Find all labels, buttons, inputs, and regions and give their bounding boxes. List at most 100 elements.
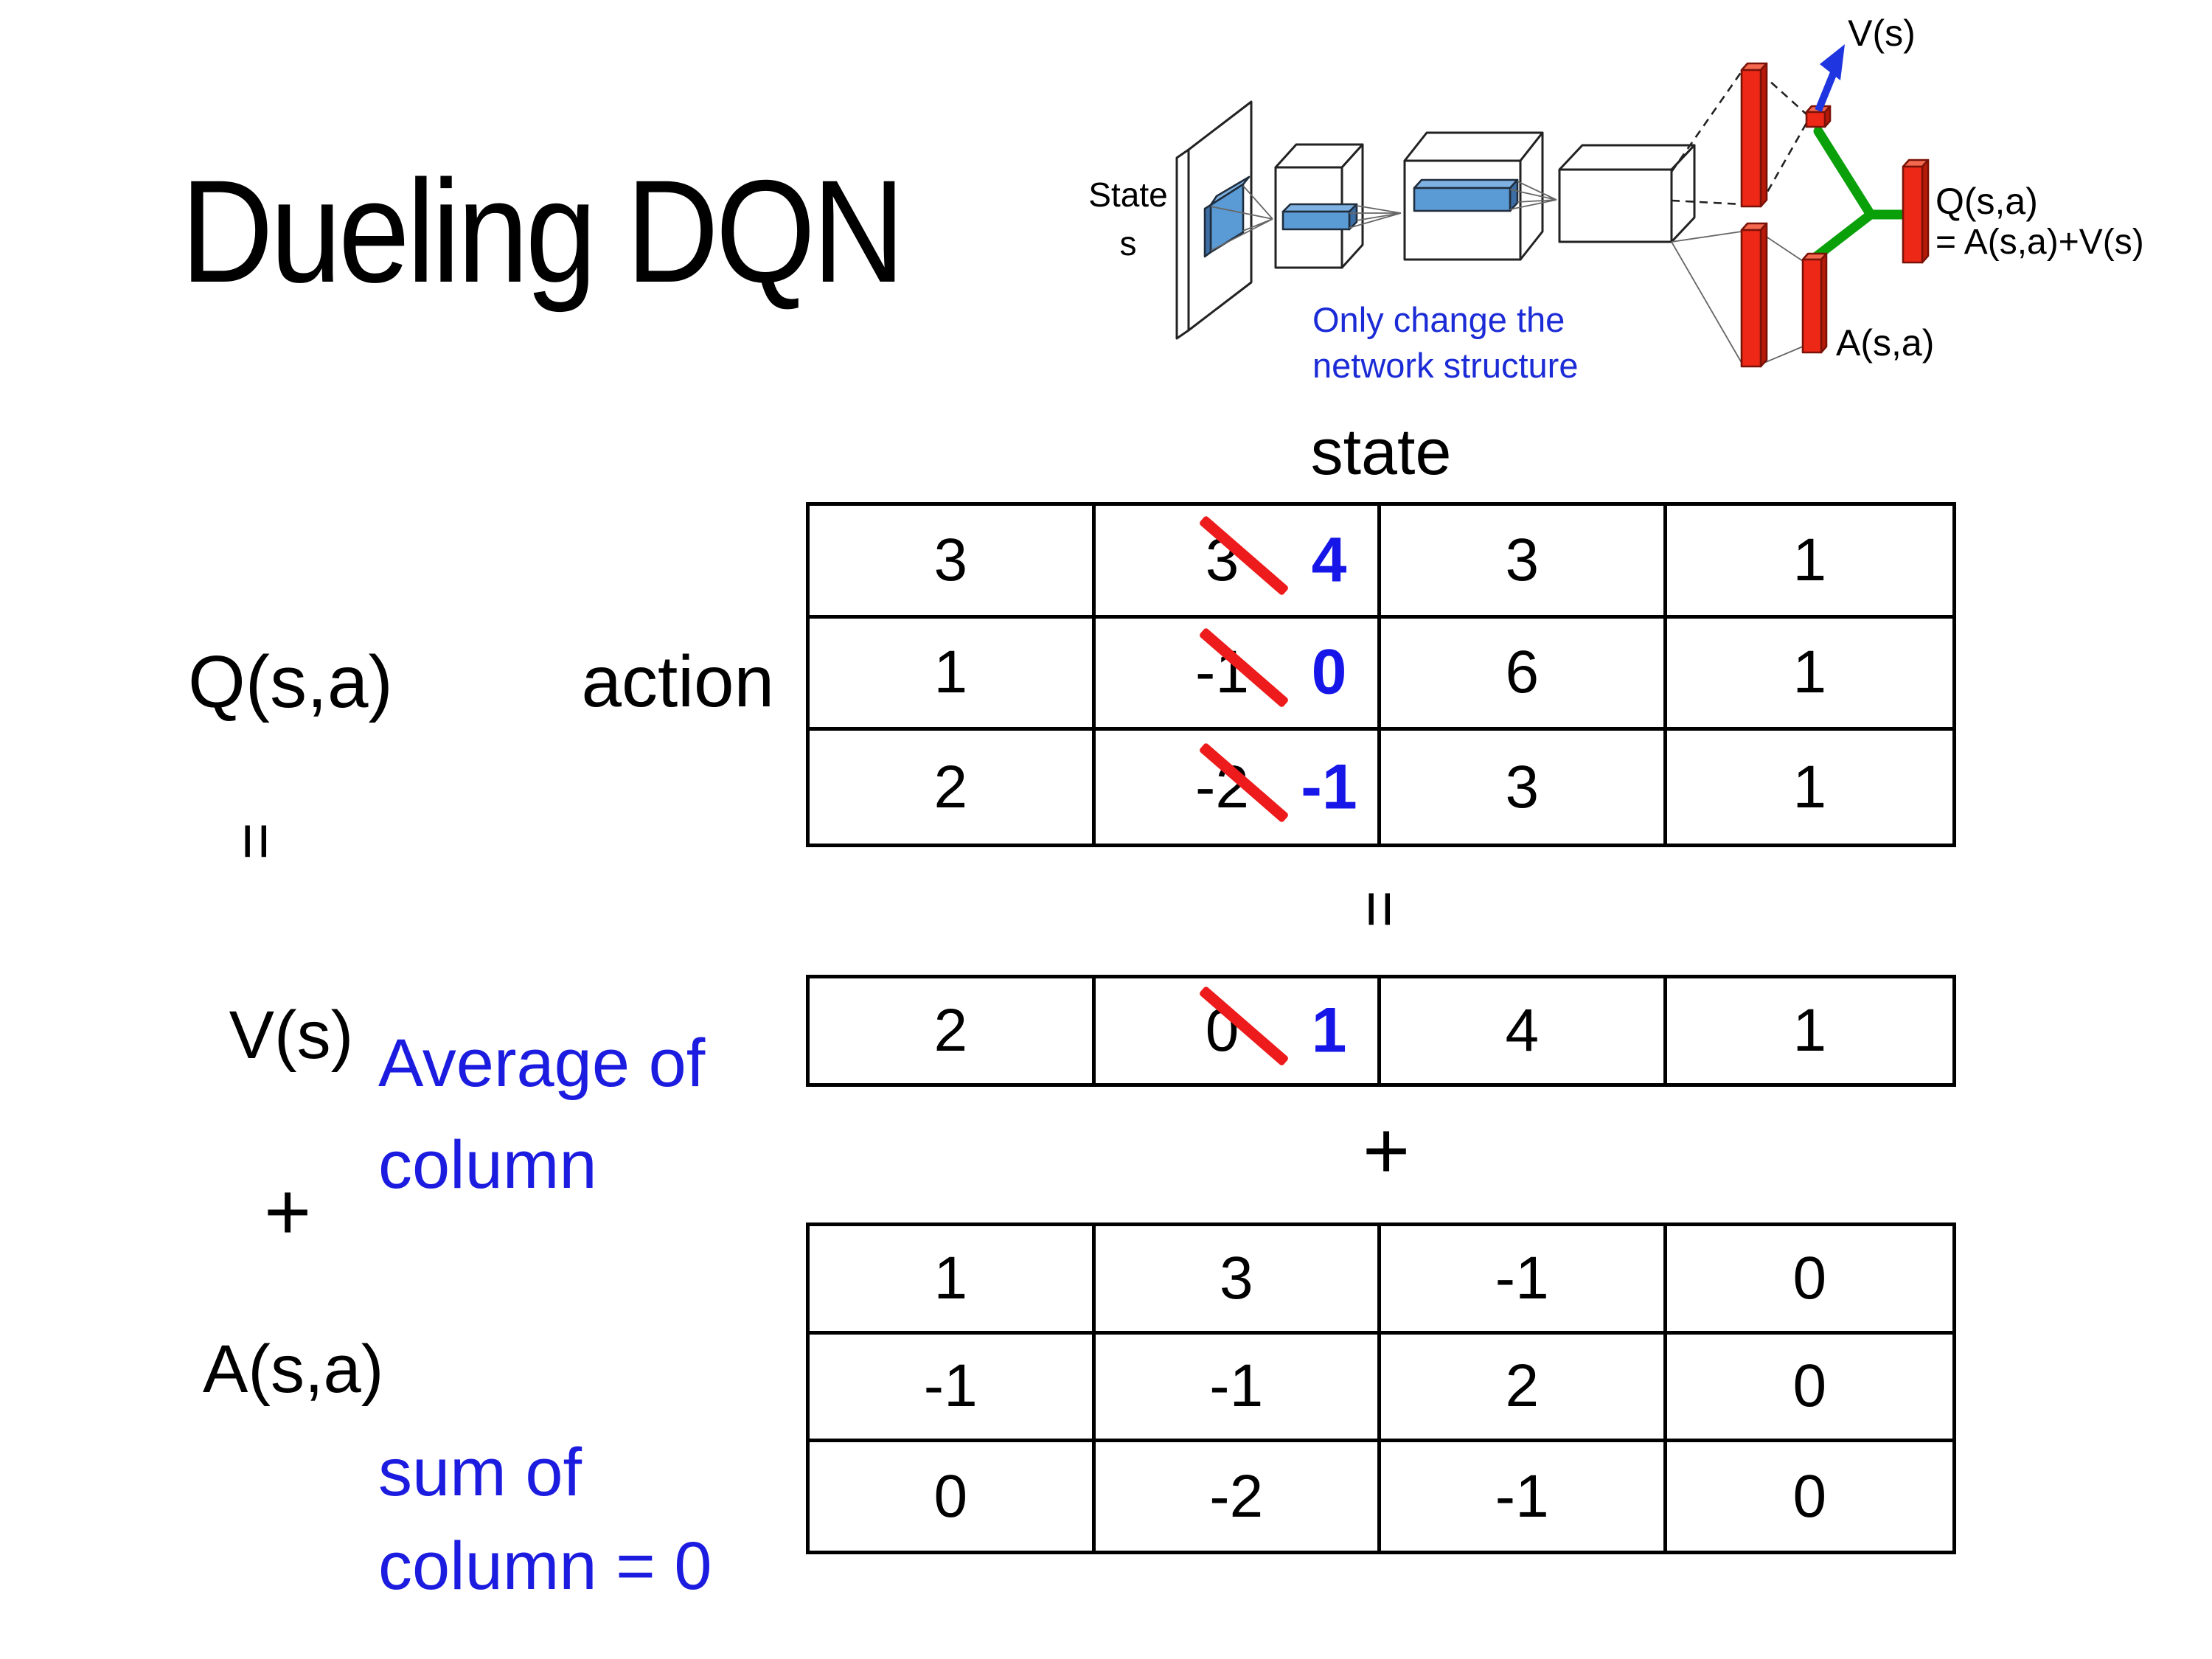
a-value: -1 [1495,1462,1549,1530]
a-cell-r1c2: 2 [1381,1334,1667,1443]
q-cell-r0c0: 3 [810,506,1096,619]
value-hidden-bar [1740,69,1762,208]
a-value: 0 [1792,1352,1827,1420]
page-title: Dueling DQN [181,150,905,313]
a-value: 2 [1505,1352,1540,1420]
a-cell-r0c3: 0 [1666,1226,1952,1335]
merge-green-lines [1807,126,1908,265]
v-cell-c3: 1 [1667,978,1953,1083]
conv-lines-2 [1349,205,1402,229]
dueling-network-diagram: State s V(s) Q(s,a) = A(s,a)+V(s) A(s,a)… [1088,13,2143,385]
a-cell-r1c1: -1 [1095,1334,1381,1443]
a-cell-r1c3: 0 [1666,1335,1952,1443]
q-cell-r0c3: 1 [1666,506,1952,619]
a-value: -1 [1209,1352,1264,1420]
v-new-value: 1 [1311,995,1347,1066]
q-matrix-label: Q(s,a) [188,641,393,723]
q-cell-r2c0: 2 [810,731,1096,844]
a-value: -1 [923,1352,978,1420]
a-note-line2: column = 0 [378,1528,712,1604]
q-value: 3 [1505,526,1540,594]
v-arrow-head [1820,44,1845,80]
v-value: 4 [1505,997,1540,1064]
v-cell-c2: 4 [1381,978,1667,1083]
advantage-stream-lines [1671,231,1804,365]
a-note-line1: sum of [378,1435,582,1510]
a-cell-r0c2: -1 [1381,1226,1667,1335]
q-value: 1 [1792,753,1827,821]
v-arrow-shaft [1815,69,1838,112]
q-output-bar [1902,165,1924,264]
advantage-vector-bar [1801,258,1823,354]
v-matrix-label: V(s) [229,998,354,1073]
q-new-value: 0 [1311,636,1347,708]
q-value: 3 [1505,753,1540,821]
conv-box4-front [1558,168,1673,243]
conv-lines-3 [1509,181,1557,210]
conv-filter1-side [1203,204,1212,258]
a-cell-r2c1: -2 [1096,1442,1381,1551]
v-value: 2 [933,997,968,1064]
diagram-q-output-label: Q(s,a) [1935,181,2038,222]
diagram-a-output-label: A(s,a) [1836,322,1934,364]
a-cell-r0c1: 3 [1095,1226,1381,1335]
plus-center: + [1363,1105,1411,1196]
equals-rotated-left: = [220,822,293,860]
diagram-state-label: State [1088,175,1167,214]
a-table: 1 3 -1 0 -1 -1 2 0 0 -2 -1 0 [806,1222,1956,1554]
q-value: 1 [933,639,968,706]
q-value: 1 [1792,526,1827,594]
diagram-v-output-label: V(s) [1848,13,1916,54]
q-new-value: -1 [1301,751,1357,823]
feature-bar3 [1413,187,1512,212]
advantage-hidden-bar [1740,229,1762,368]
conv-box3-top [1403,131,1544,162]
equals-rotated-center: = [1343,890,1417,928]
diagram-note-line2: network structure [1312,346,1578,385]
q-table: 3 3 4 3 1 1 -1 0 6 1 2 -2 -1 3 1 [806,502,1956,847]
q-cell-r1c2: 6 [1381,618,1667,731]
q-cell-r1c3: 1 [1666,619,1952,731]
v-value: 1 [1792,997,1827,1064]
action-axis-label: action [581,641,774,722]
a-value: -1 [1495,1244,1549,1312]
q-cell-r0c1: 3 4 [1095,506,1381,619]
q-cell-r1c0: 1 [810,618,1096,731]
feature-bar3-top [1413,178,1519,189]
q-cell-r2c2: 3 [1381,731,1667,844]
value-scalar-cube [1805,111,1826,128]
a-value: 0 [1792,1462,1827,1530]
a-value: 0 [1792,1244,1827,1312]
a-cell-r1c0: -1 [810,1334,1096,1443]
q-value: 2 [933,753,968,821]
a-matrix-label: A(s,a) [203,1332,384,1407]
a-value: 3 [1219,1244,1253,1312]
q-cell-r2c1: -2 -1 [1096,731,1381,844]
conv-lines-1 [1210,185,1273,251]
q-value: 1 [1792,639,1827,706]
a-cell-r2c3: 0 [1667,1442,1953,1551]
v-cell-c0: 2 [810,978,1096,1083]
q-cell-r2c3: 1 [1667,731,1953,844]
state-axis-label: state [1310,415,1452,488]
diagram-state-s-label: s [1120,224,1137,262]
value-stream-dashed-lines [1670,71,1808,206]
a-cell-r2c2: -1 [1381,1442,1667,1551]
q-cell-r1c1: -1 0 [1095,618,1381,731]
q-cell-r0c2: 3 [1381,506,1667,619]
feature-bar2 [1281,210,1351,231]
a-cell-r2c0: 0 [810,1442,1096,1551]
v-row-table: 2 0 1 4 1 [806,975,1956,1087]
feature-bar2-top [1281,203,1358,213]
a-value: 1 [933,1244,968,1312]
diagram-note-line1: Only change the [1312,300,1565,339]
v-cell-c1: 0 1 [1096,978,1381,1083]
input-plate-side [1175,148,1190,340]
plus-left: + [264,1166,312,1257]
a-cell-r0c0: 1 [810,1226,1096,1335]
a-value: -2 [1209,1462,1264,1530]
v-note-line2: column [378,1127,597,1203]
a-value: 0 [933,1462,968,1530]
v-note-line1: Average of [378,1026,706,1101]
